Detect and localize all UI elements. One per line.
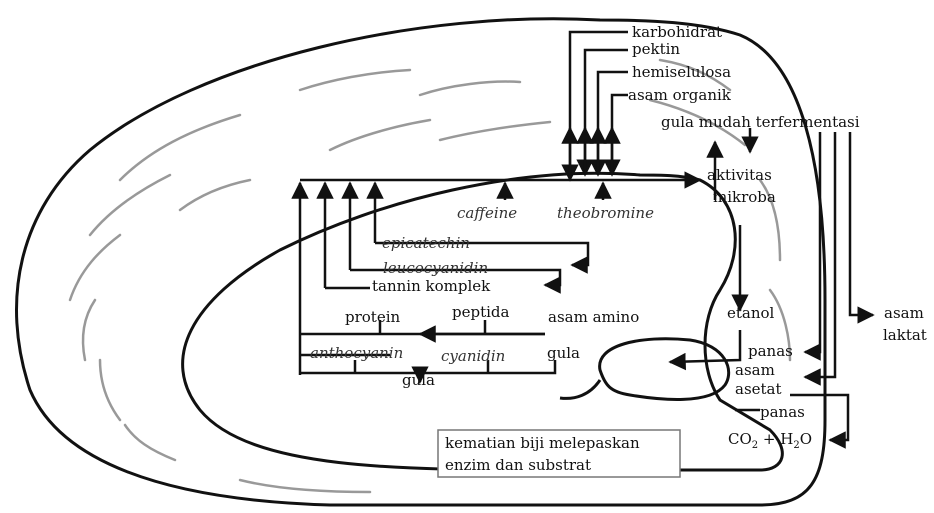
label-panas-1: panas (748, 342, 793, 360)
label-cyanidin: cyanidin (441, 347, 505, 365)
co2-text: CO (728, 430, 752, 448)
label-karbohidrat: karbohidrat (632, 23, 722, 41)
label-aktivitas: aktivitas (707, 166, 772, 184)
label-etanol: etanol (727, 304, 775, 322)
label-protein: protein (345, 308, 401, 326)
h2o-o-text: O (800, 430, 812, 448)
label-leucocyanidin: leucocyanidin (383, 259, 488, 277)
box-line-1: kematian biji melepaskan (445, 434, 640, 452)
label-caffeine: caffeine (457, 204, 517, 222)
top-input-arrows (570, 32, 628, 180)
label-pektin: pektin (632, 40, 680, 58)
label-theobromine: theobromine (557, 204, 654, 222)
label-co2-h2o: CO2 + H2O (728, 430, 812, 451)
label-epicatechin: epicatechin (382, 234, 470, 252)
label-asam-amino: asam amino (548, 308, 639, 326)
label-anthocyanin: anthocyanin (310, 344, 403, 362)
label-panas-2: panas (760, 403, 805, 421)
label-asam-laktat-2: laktat (883, 326, 927, 344)
label-asam-laktat-1: asam (884, 304, 924, 322)
box-line-2: enzim dan substrat (445, 456, 591, 474)
label-asam-organik: asam organik (628, 86, 732, 104)
embryo-shape (560, 339, 729, 400)
plus-h2o-text: + H (758, 430, 793, 448)
label-gula-right: gula (547, 344, 580, 362)
label-hemiselulosa: hemiselulosa (632, 63, 731, 81)
label-gula-bottom: gula (402, 371, 435, 389)
label-asam-asetat-2: asetat (735, 380, 782, 398)
label-mikroba: mikroba (713, 188, 776, 206)
label-peptida: peptida (452, 303, 510, 321)
label-gula-mudah-terfermentasi: gula mudah terfermentasi (661, 113, 860, 131)
label-tannin-komplek: tannin komplek (372, 277, 491, 295)
label-asam-asetat-1: asam (735, 361, 775, 379)
